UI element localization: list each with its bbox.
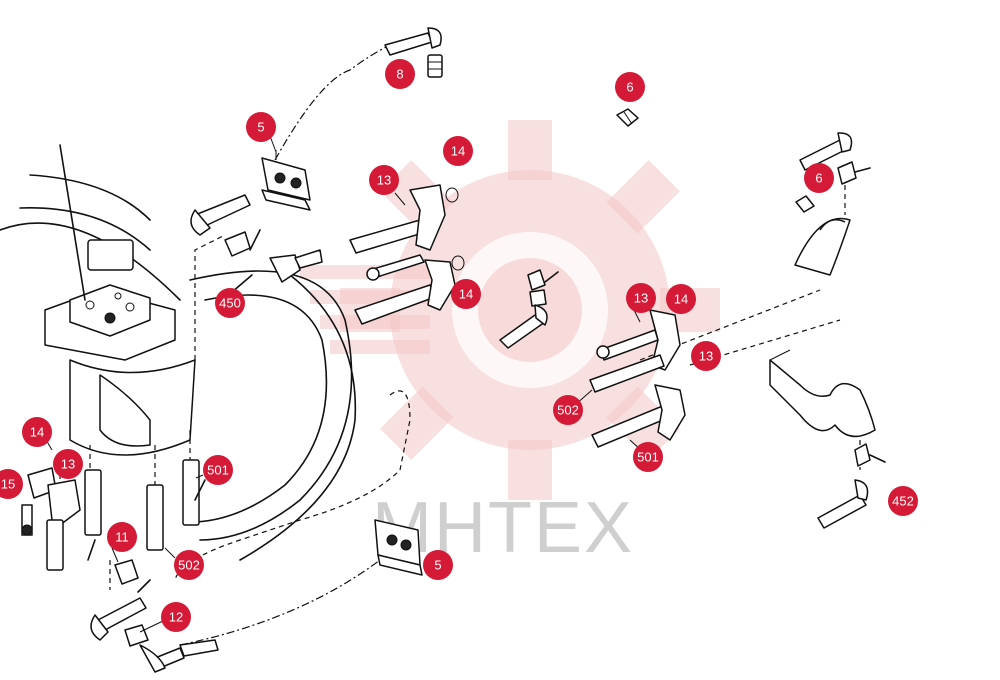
svg-text:13: 13	[61, 457, 75, 472]
fitting-6	[616, 108, 639, 127]
svg-text:14: 14	[451, 144, 465, 159]
callout-502-left: 502	[174, 550, 204, 580]
cutaway-section	[769, 349, 876, 438]
callout-501-left: 501	[203, 455, 233, 485]
flange-bolt-set-upper	[349, 184, 465, 325]
callout-502-right: 502	[553, 395, 583, 425]
svg-text:5: 5	[434, 558, 441, 573]
svg-text:501: 501	[637, 450, 659, 465]
callout-6-top: 6	[615, 72, 645, 102]
clamp-5	[261, 150, 311, 211]
svg-text:15: 15	[1, 477, 15, 492]
callout-450: 450	[215, 288, 245, 318]
callout-13-top: 13	[369, 165, 399, 195]
callout-6-right: 6	[804, 163, 834, 193]
callout-14-middle: 14	[451, 279, 481, 309]
svg-text:14: 14	[674, 292, 688, 307]
callout-501-right: 501	[633, 442, 663, 472]
right-hose-assembly	[794, 132, 871, 276]
callout-13-left: 13	[53, 449, 83, 479]
svg-text:11: 11	[115, 530, 129, 545]
hose-452	[817, 443, 886, 529]
hydraulic-motor	[44, 144, 196, 456]
callout-8: 8	[385, 59, 415, 89]
svg-text:502: 502	[557, 403, 579, 418]
svg-text:13: 13	[634, 291, 648, 306]
svg-text:12: 12	[169, 610, 183, 625]
callout-5-bottom: 5	[423, 550, 453, 580]
svg-text:450: 450	[219, 296, 241, 311]
leader-lines	[44, 135, 644, 633]
hose-fitting-8	[384, 27, 443, 78]
bottom-hose-assembly	[90, 559, 219, 673]
callout-14-top: 14	[443, 136, 473, 166]
svg-text:501: 501	[207, 463, 229, 478]
callout-11: 11	[107, 522, 137, 552]
clamp-5-lower	[374, 519, 423, 576]
callout-12: 12	[161, 602, 191, 632]
watermark-gear-logo	[300, 120, 720, 500]
flange-bolt-set-right	[589, 309, 686, 448]
svg-text:502: 502	[178, 558, 200, 573]
callout-14-right: 14	[666, 284, 696, 314]
svg-text:14: 14	[459, 287, 473, 302]
callout-452: 452	[888, 486, 918, 516]
svg-text:13: 13	[377, 173, 391, 188]
svg-text:5: 5	[257, 120, 264, 135]
svg-text:8: 8	[396, 67, 403, 82]
callout-15: 15	[0, 469, 23, 499]
hose-assembly-upper	[190, 194, 323, 293]
center-hose	[499, 269, 559, 349]
svg-text:14: 14	[30, 425, 44, 440]
svg-text:6: 6	[626, 80, 633, 95]
svg-text:13: 13	[699, 349, 713, 364]
callout-13-far-right: 13	[691, 341, 721, 371]
svg-text:452: 452	[892, 494, 914, 509]
lower-left-parts	[21, 459, 206, 571]
callout-13-right: 13	[626, 283, 656, 313]
svg-text:6: 6	[815, 171, 822, 186]
callout-5-top: 5	[246, 112, 276, 142]
callout-14-left: 14	[22, 417, 52, 447]
